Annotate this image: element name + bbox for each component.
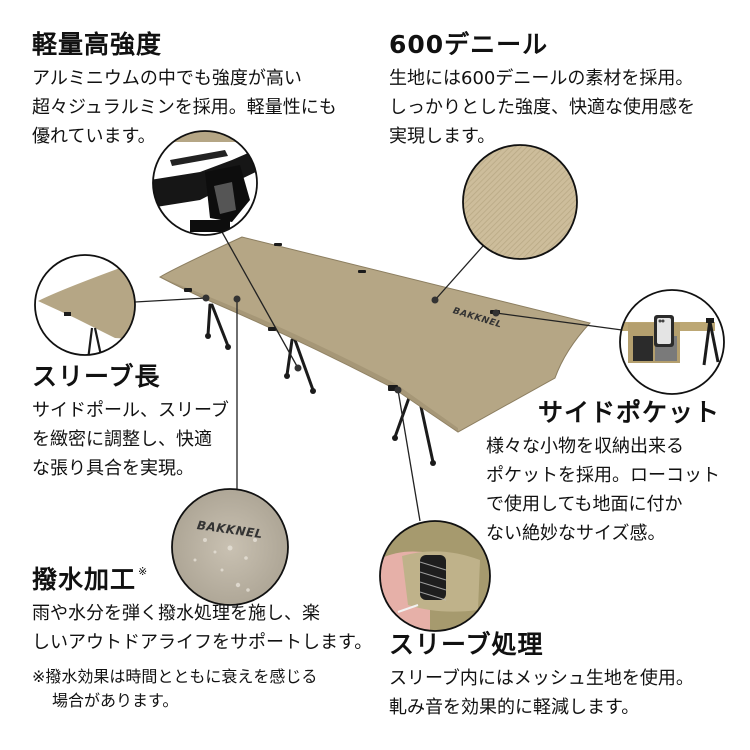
feature-description: アルミニウムの中でも強度が高い 超々ジュラルミンを採用。軽量性にも 優れています…: [32, 68, 337, 147]
inset-cot-head: [35, 255, 135, 355]
feature-title: スリーブ長: [32, 362, 161, 391]
inset-mesh-sleeve: [380, 521, 490, 631]
feature-sleeve-treatment: スリーブ処理 スリーブ内にはメッシュ生地を使用。 軋み音を効果的に軽減します。: [389, 630, 694, 722]
feature-600-denier: 600デニール 生地には600デニールの素材を採用。 しっかりとした強度、快適な…: [389, 30, 695, 151]
feature-description: サイドポール、スリーブ を緻密に調整し、快適 な張り具合を実現。: [32, 400, 229, 479]
inset-water-repellent: [172, 489, 288, 605]
feature-description: スリーブ内にはメッシュ生地を使用。 軋み音を効果的に軽減します。: [389, 668, 694, 718]
feature-description: 雨や水分を弾く撥水処理を施し、楽 しいアウトドアライフをサポートします。: [32, 603, 373, 653]
feature-description: 生地には600デニールの素材を採用。 しっかりとした強度、快適な使用感を 実現し…: [389, 68, 695, 147]
feature-title: 600デニール: [389, 30, 549, 59]
inset-fabric-texture: [463, 145, 577, 259]
feature-lightweight: 軽量高強度 アルミニウムの中でも強度が高い 超々ジュラルミンを採用。軽量性にも …: [32, 30, 337, 151]
leader-lines: [134, 231, 623, 522]
inset-side-pocket: [620, 290, 724, 394]
footnote-note: ※撥水効果は時間とともに衰えを感じる 場合があります。: [32, 667, 318, 710]
feature-water-repellent: 撥水加工※ 雨や水分を弾く撥水処理を施し、楽 しいアウトドアライフをサポートしま…: [32, 565, 372, 713]
feature-title: 軽量高強度: [32, 30, 163, 59]
feature-side-pocket: サイドポケット 様々な小物を収納出来る ポケットを採用。ローコット で使用しても…: [486, 398, 720, 548]
feature-description: 様々な小物を収納出来る ポケットを採用。ローコット で使用しても地面に付か ない…: [486, 436, 720, 544]
footnote-mark: ※: [138, 565, 149, 578]
inset-frame-joint: [153, 131, 257, 235]
feature-sleeve-length: スリーブ長 サイドポール、スリーブ を緻密に調整し、快適 な張り具合を実現。: [32, 362, 229, 483]
feature-title: サイドポケット: [537, 398, 720, 427]
feature-title: スリーブ処理: [389, 630, 544, 659]
feature-title: 撥水加工: [32, 565, 137, 594]
